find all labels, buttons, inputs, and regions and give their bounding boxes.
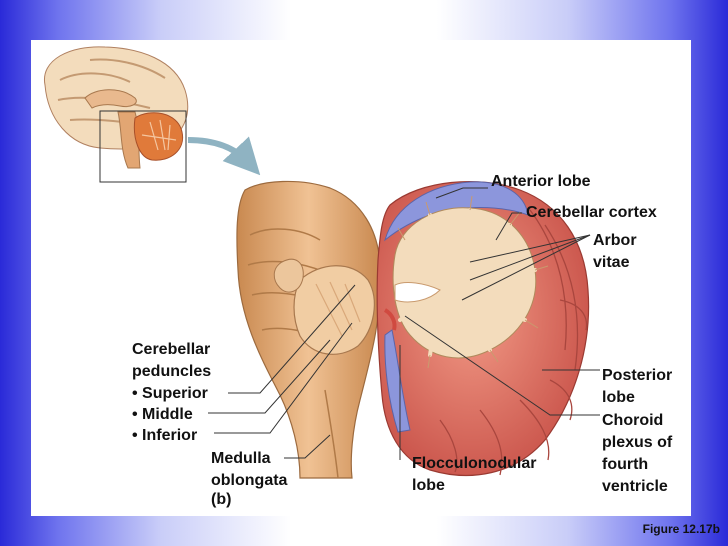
label-posterior-lobe: Posterior lobe <box>602 367 673 406</box>
label-medulla-oblongata: Medulla oblongata <box>211 450 288 489</box>
panel-letter: (b) <box>211 491 232 508</box>
label-peduncle-middle: • Middle <box>132 406 193 423</box>
label-cerebellar-cortex: Cerebellar cortex <box>526 204 657 221</box>
label-peduncle-superior: • Superior <box>132 385 208 402</box>
zoom-arrow <box>187 136 261 176</box>
label-choroid-plexus: Choroid plexus of fourth ventricle <box>602 412 673 495</box>
cerebellum <box>376 181 590 476</box>
figure-number: Figure 12.17b <box>642 522 720 536</box>
thumbnail-highlight-box <box>99 110 187 183</box>
thumbnail-brain <box>44 46 189 169</box>
label-cerebellar-peduncles: Cerebellar peduncles <box>132 341 212 380</box>
label-anterior-lobe: Anterior lobe <box>491 173 591 190</box>
label-peduncle-inferior: • Inferior <box>132 427 198 444</box>
leader-lines <box>208 187 600 460</box>
label-arbor-vitae: Arbor vitae <box>593 232 637 271</box>
brainstem <box>236 180 381 479</box>
label-flocculonodular-lobe: Flocculonodular lobe <box>412 455 537 494</box>
